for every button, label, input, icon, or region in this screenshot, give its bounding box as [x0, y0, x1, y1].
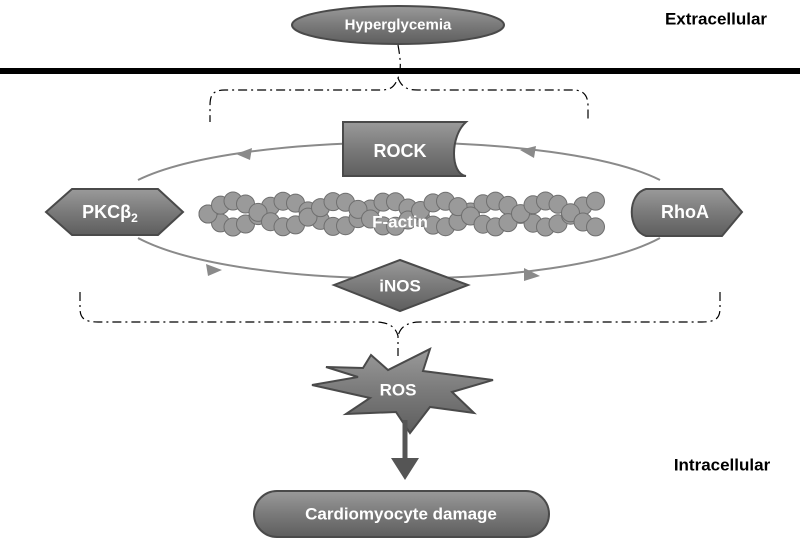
- factin-bead: [586, 217, 605, 237]
- factin-filament: [198, 191, 605, 237]
- rock-label: ROCK: [374, 141, 427, 161]
- hyperglycemia-label: Hyperglycemia: [345, 17, 452, 34]
- pkc-beta2-node: PKCβ2: [44, 188, 185, 236]
- cardiomyocyte-damage-node: Cardiomyocyte damage: [253, 490, 550, 538]
- flow-arrowheads: [206, 146, 540, 281]
- damage-label: Cardiomyocyte damage: [305, 505, 497, 524]
- rock-node: ROCK: [342, 121, 469, 177]
- pkc-beta2-label: PKCβ2: [82, 202, 138, 225]
- top-brace: [209, 44, 589, 122]
- intracellular-label: Intracellular: [674, 456, 771, 475]
- extracellular-label: Extracellular: [665, 10, 767, 29]
- pkc-subscript: 2: [131, 211, 138, 225]
- bottom-brace: [79, 292, 721, 356]
- inos-node: iNOS: [331, 258, 471, 313]
- inos-label: iNOS: [379, 277, 421, 296]
- factin-label: F-actin: [372, 213, 428, 232]
- rhoa-node: RhoA: [630, 188, 744, 237]
- factin-bead: [586, 191, 605, 211]
- ros-to-damage-arrow: [391, 420, 419, 480]
- rhoa-label: RhoA: [661, 202, 709, 222]
- ros-node: ROS: [311, 347, 494, 435]
- pkc-main-text: PKCβ: [82, 202, 131, 222]
- ros-label: ROS: [380, 381, 417, 400]
- hyperglycemia-node: Hyperglycemia: [291, 5, 505, 45]
